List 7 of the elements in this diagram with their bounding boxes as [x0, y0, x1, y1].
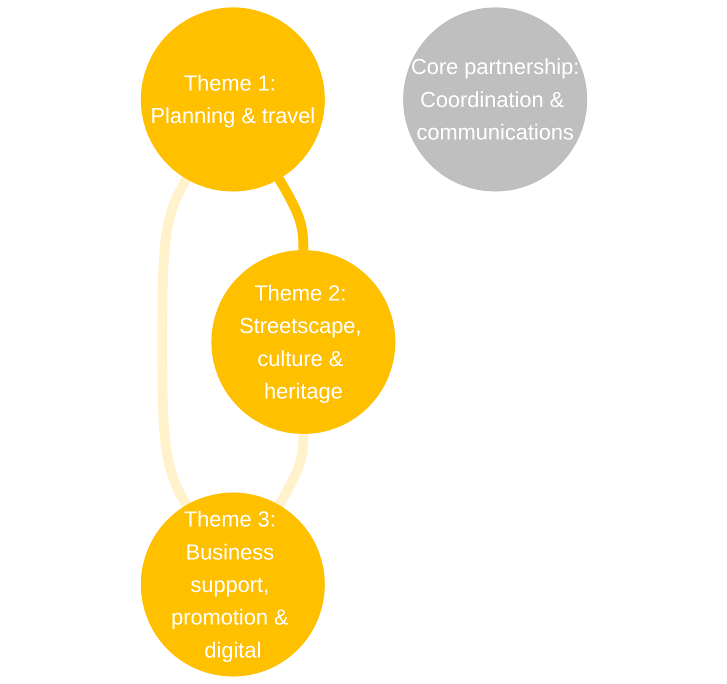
connector	[274, 176, 308, 250]
connector	[156, 176, 191, 508]
node-circle: Theme 1: Planning & travel	[140, 7, 324, 192]
node-circle: Core partnership: Coordination & communications	[402, 7, 587, 192]
node-circle: Theme 3: Business support, promotion & digital	[140, 492, 324, 677]
connector	[274, 434, 308, 508]
node-circle: Theme 2: Streetscape, culture & heritage	[210, 250, 395, 434]
